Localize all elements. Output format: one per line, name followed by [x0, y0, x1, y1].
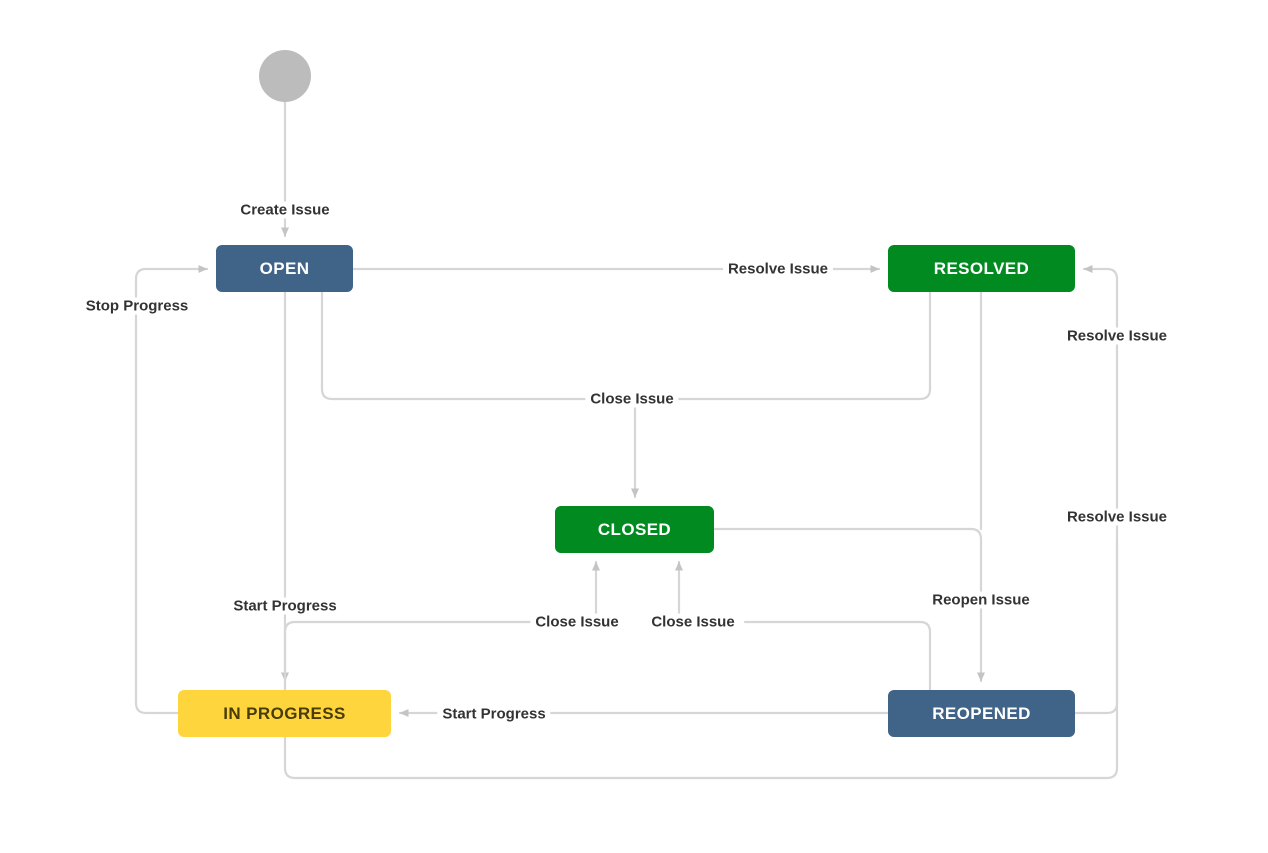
edge-label-reopened-resolve-issue: Resolve Issue [1061, 327, 1173, 345]
edge-in-progress-resolve-issue [283, 538, 1119, 780]
edge-label-open-resolve-issue: Resolve Issue [722, 260, 834, 278]
edge-reopened-resolve-issue [1073, 265, 1119, 715]
edge-open-close-issue [320, 290, 932, 401]
edge-reopen-issue [712, 527, 985, 683]
node-in-progress-label: IN PROGRESS [223, 703, 346, 723]
edge-label-reopened-close-issue: Close Issue [646, 613, 740, 631]
edge-label-reopen-issue: Reopen Issue [927, 591, 1035, 609]
edge-label-stop-progress: Stop Progress [80, 297, 194, 315]
edge-label-open-close-issue: Close Issue [585, 390, 679, 408]
edge-stop-progress [134, 265, 209, 715]
node-reopened-label: REOPENED [932, 703, 1031, 723]
node-closed-label: CLOSED [597, 519, 672, 539]
edge-label-reopened-start-progress: Start Progress [437, 705, 551, 723]
node-open[interactable]: OPEN [216, 245, 353, 292]
start-state-circle [259, 50, 311, 102]
edge-label-create-issue: Create Issue [235, 201, 335, 219]
node-closed[interactable]: CLOSED [555, 506, 714, 553]
edge-label-open-start-progress: Start Progress [228, 597, 342, 615]
edge-label-in-progress-resolve-issue: Resolve Issue [1061, 508, 1173, 526]
node-in-progress[interactable]: IN PROGRESS [178, 690, 391, 737]
node-resolved[interactable]: RESOLVED [888, 245, 1075, 292]
node-reopened[interactable]: REOPENED [888, 690, 1075, 737]
node-resolved-label: RESOLVED [933, 258, 1030, 278]
edge-reopened-close-issue [743, 620, 932, 692]
edge-label-in-progress-close-issue: Close Issue [530, 613, 624, 631]
node-open-label: OPEN [259, 258, 310, 278]
edge-in-progress-close-issue [283, 620, 542, 692]
